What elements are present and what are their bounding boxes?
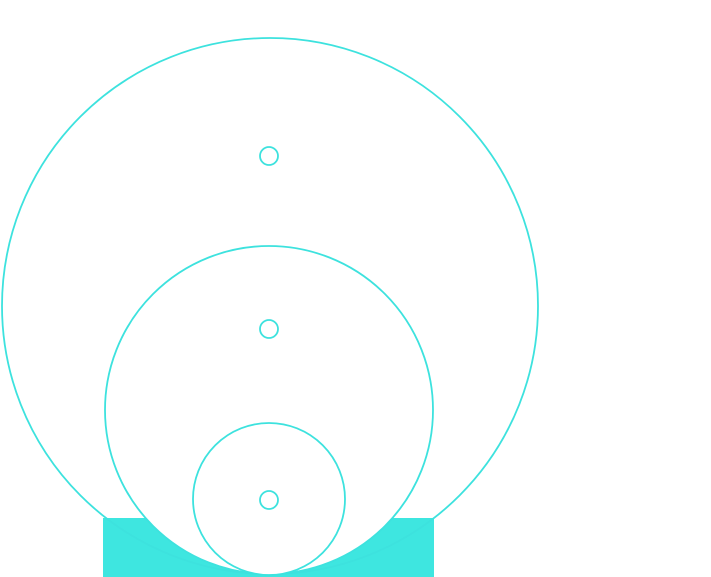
top-center-marker [259, 146, 279, 166]
middle-center-marker [259, 319, 279, 339]
bottom-center-marker [259, 490, 279, 510]
shape-layers [1, 37, 539, 577]
inner-circle [192, 422, 346, 576]
